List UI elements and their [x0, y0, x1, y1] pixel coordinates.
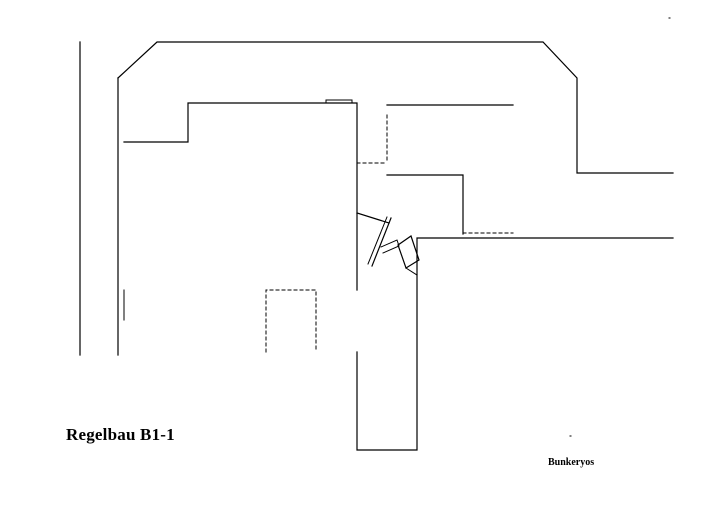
inner-chamber-wall	[386, 174, 464, 235]
right-corridor-wall	[356, 237, 674, 451]
diagram-credit: Bunkeryos	[548, 457, 595, 468]
embrasure-joint	[405, 267, 418, 276]
main-room-wall	[123, 102, 358, 291]
embrasure-hinge	[380, 239, 400, 254]
vent-detail	[325, 99, 353, 104]
embrasure-bracket	[397, 235, 420, 269]
lower-dashed-room	[265, 289, 317, 353]
embrasure-door-inner	[367, 216, 388, 265]
embrasure-door	[371, 217, 392, 267]
embrasure-slant-wall	[356, 212, 390, 224]
outer-top-wall	[117, 41, 674, 174]
diagram-title: Regelbau B1-1	[66, 425, 175, 444]
